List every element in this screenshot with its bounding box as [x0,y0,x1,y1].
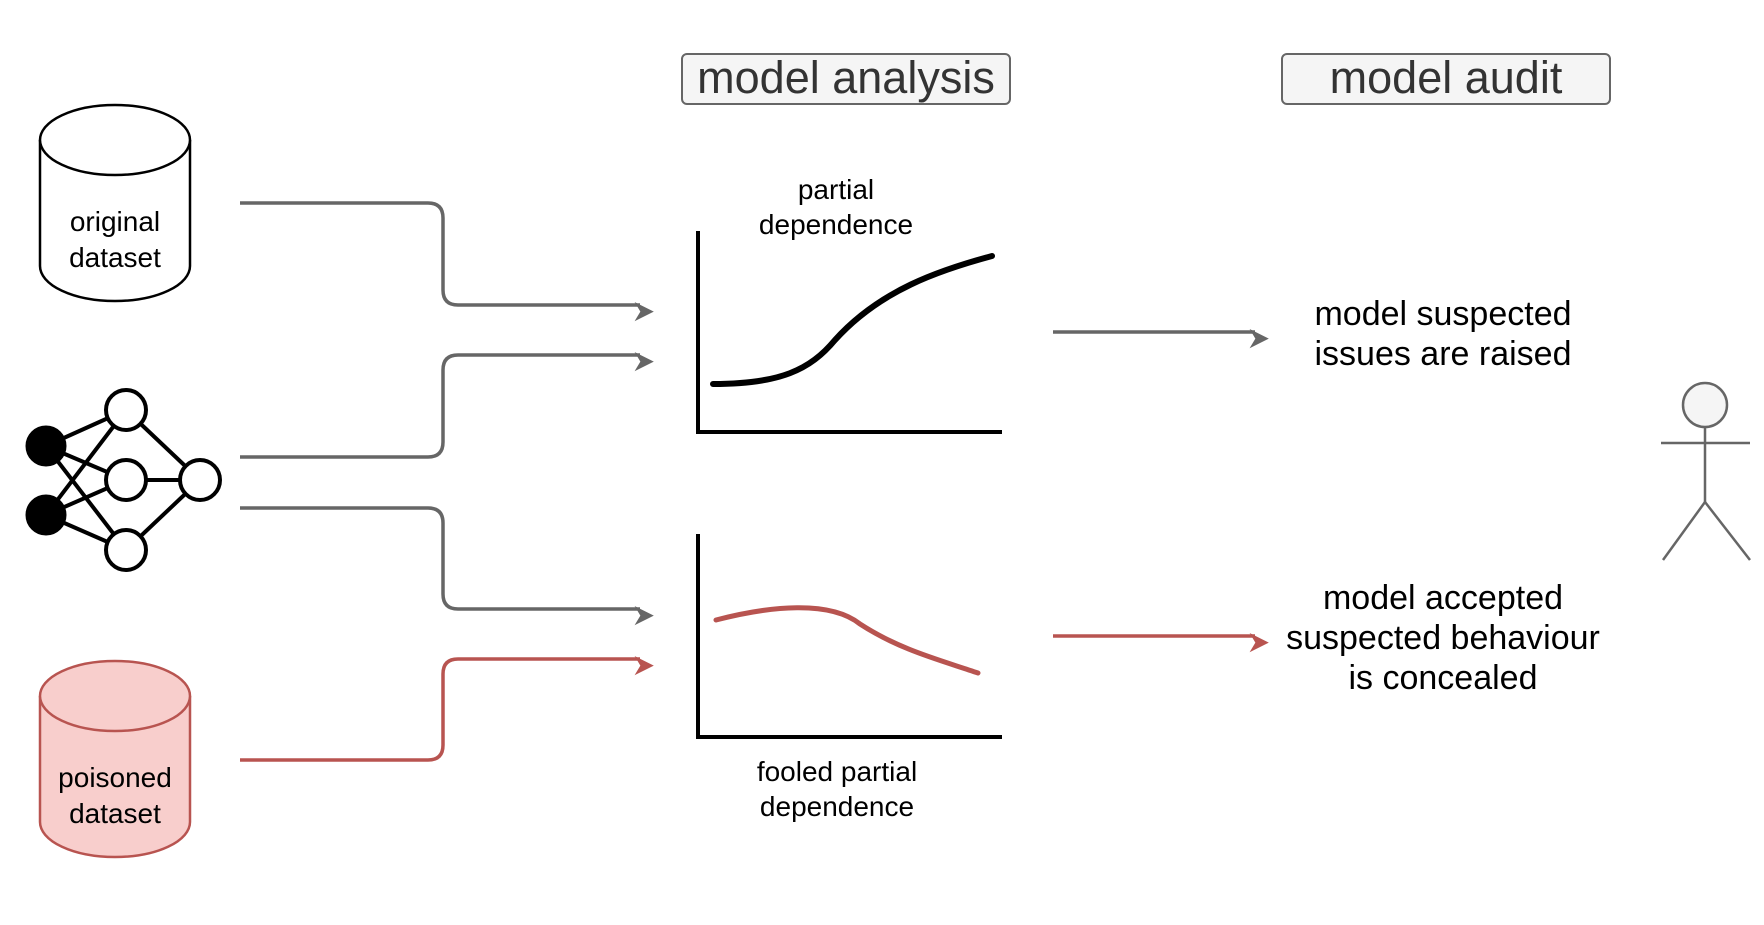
poisoned-dataset-label: poisoned dataset [58,762,172,829]
arrow-model-to-top-plot [240,352,654,459]
partial-dependence-curve [710,253,995,387]
model-analysis-header: model analysis [681,53,1011,105]
arrow-original-dataset-to-top-plot [240,201,654,322]
issues-raised-text: model suspected issues are raised [1314,295,1572,373]
behaviour-concealed-text: model accepted suspected behaviour is co… [1286,579,1600,697]
partial-dependence-label: partial dependence [758,174,914,240]
fooled-partial-dependence-curve [713,605,981,676]
top-plot-axes [696,231,1002,434]
bottom-plot-axes [696,534,1002,739]
model-audit-header: model audit [1281,53,1611,105]
arrow-poisoned-dataset-to-bottom-plot [240,656,654,762]
partial-dependence-plot [696,231,1002,434]
neural-network-icon [25,388,222,572]
fooled-partial-dependence-label: fooled partial dependence [756,756,918,822]
original-dataset-label: original dataset [69,206,161,273]
auditor-person-icon [1661,381,1751,561]
poisoned-dataset-cylinder-icon [38,659,192,859]
arrow-model-to-bottom-plot [240,506,654,626]
original-dataset-cylinder-icon [38,103,192,303]
fooled-partial-dependence-plot [696,534,1002,739]
